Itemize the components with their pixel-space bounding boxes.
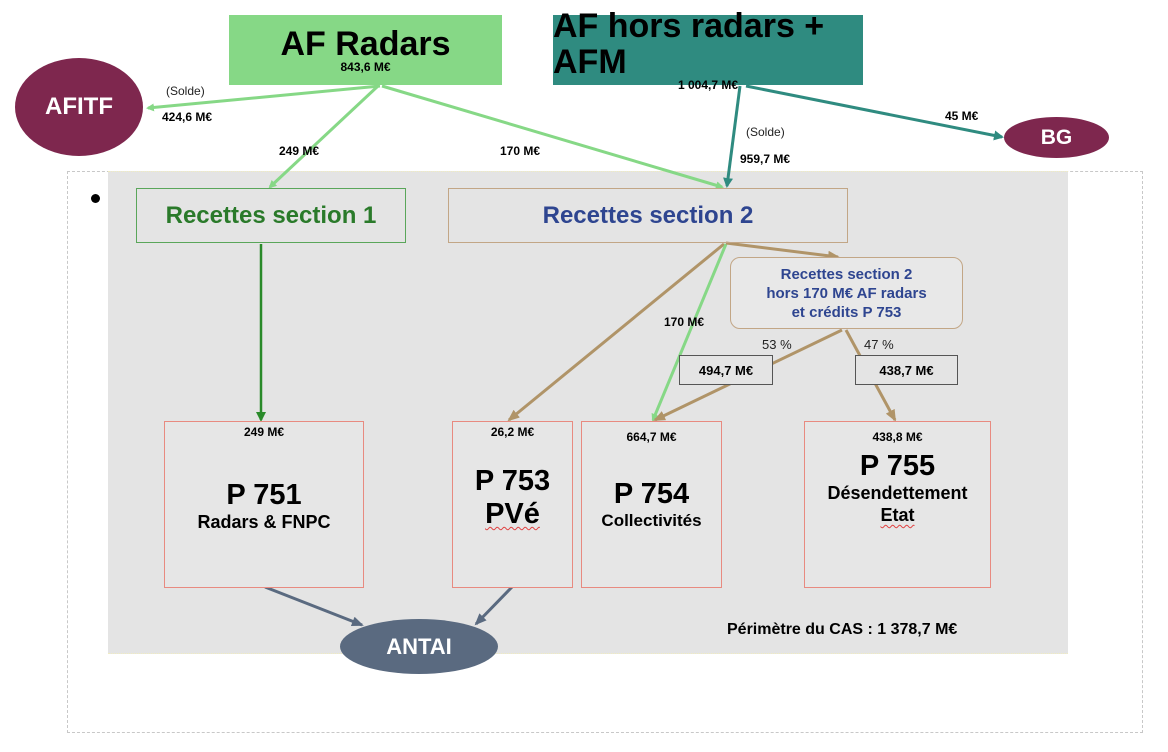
arrow-hors-to-section2 (723, 85, 742, 188)
programme-code: P 753 (474, 465, 551, 497)
split-left-amount: 494,7 M€ (679, 355, 773, 385)
destination-afitf: AFITF (15, 58, 143, 156)
programme-p754: 664,7 M€ P 754 Collectivités (581, 421, 722, 588)
split-right-amount: 438,7 M€ (855, 355, 958, 385)
programme-name: Collectivités (601, 511, 702, 530)
source-af-radars-amount: 843,6 M€ (340, 60, 391, 74)
recettes-section-1: Recettes section 1 (136, 188, 406, 243)
programme-amount: 26,2 M€ (490, 425, 535, 439)
split-left-percent: 53 % (762, 337, 792, 352)
source-af-radars: AF Radars 843,6 M€ (229, 15, 502, 85)
programme-p755: 438,8 M€ P 755 Désendettement Etat (804, 421, 991, 588)
flow-afitf-note: (Solde) (166, 84, 205, 98)
recettes-section-2-excl: Recettes section 2 hors 170 M€ AF radars… (730, 257, 963, 329)
arrow-radars-to-section1 (268, 84, 380, 189)
arrow-p753-to-antai (474, 585, 514, 626)
programme-code: P 751 (226, 479, 302, 511)
programme-amount: 438,8 M€ (872, 430, 923, 444)
programme-code: P 755 (859, 450, 936, 482)
flow-hors-section2-note: (Solde) (746, 125, 785, 139)
programme-name: PVé (485, 498, 540, 530)
source-af-hors-radars: AF hors radars + AFM 1 004,7 M€ (553, 8, 863, 92)
arrow-hors-to-bg (745, 84, 1004, 141)
flow-bg-amount: 45 M€ (945, 109, 979, 123)
source-af-radars-title: AF Radars (280, 25, 451, 63)
arrow-section2-to-p754 (651, 243, 728, 422)
flow-radars-section2-amount: 170 M€ (500, 144, 541, 158)
programme-name: Radars & FNPC (197, 512, 331, 532)
flow-hors-section2-amount: 959,7 M€ (740, 152, 791, 166)
programme-name-line-2: Etat (880, 505, 915, 525)
arrow-radars-to-afitf (146, 84, 381, 112)
destination-antai: ANTAI (340, 619, 498, 674)
source-af-hors-radars-title: AF hors radars + AFM (553, 7, 825, 81)
flow-afitf-amount: 424,6 M€ (162, 110, 213, 124)
excl-line-3: et crédits P 753 (791, 303, 902, 321)
programme-amount: 249 M€ (243, 425, 285, 439)
programme-p751: 249 M€ P 751 Radars & FNPC (164, 421, 364, 588)
flow-direct-p754-amount: 170 M€ (664, 315, 705, 329)
source-af-hors-radars-amount: 1 004,7 M€ (677, 78, 739, 92)
arrow-radars-to-section2 (381, 84, 724, 190)
excl-line-1: Recettes section 2 (780, 265, 913, 283)
flow-section1-amount: 249 M€ (279, 144, 320, 158)
programme-p753: 26,2 M€ P 753 PVé (452, 421, 573, 588)
programme-amount: 664,7 M€ (626, 430, 677, 444)
arrow-section2-to-p753 (507, 242, 725, 422)
bullet-point (91, 194, 100, 203)
perimetre-total: Périmètre du CAS : 1 378,7 M€ (727, 621, 958, 638)
arrow-section2-to-excl (725, 241, 840, 261)
arrow-p751-to-antai (264, 585, 364, 627)
programme-code: P 754 (613, 478, 690, 510)
excl-line-2: hors 170 M€ AF radars (766, 284, 927, 302)
recettes-section-2: Recettes section 2 (448, 188, 848, 243)
programme-name-line-1: Désendettement (827, 483, 968, 503)
destination-bg: BG (1004, 117, 1109, 158)
split-right-percent: 47 % (864, 337, 894, 352)
